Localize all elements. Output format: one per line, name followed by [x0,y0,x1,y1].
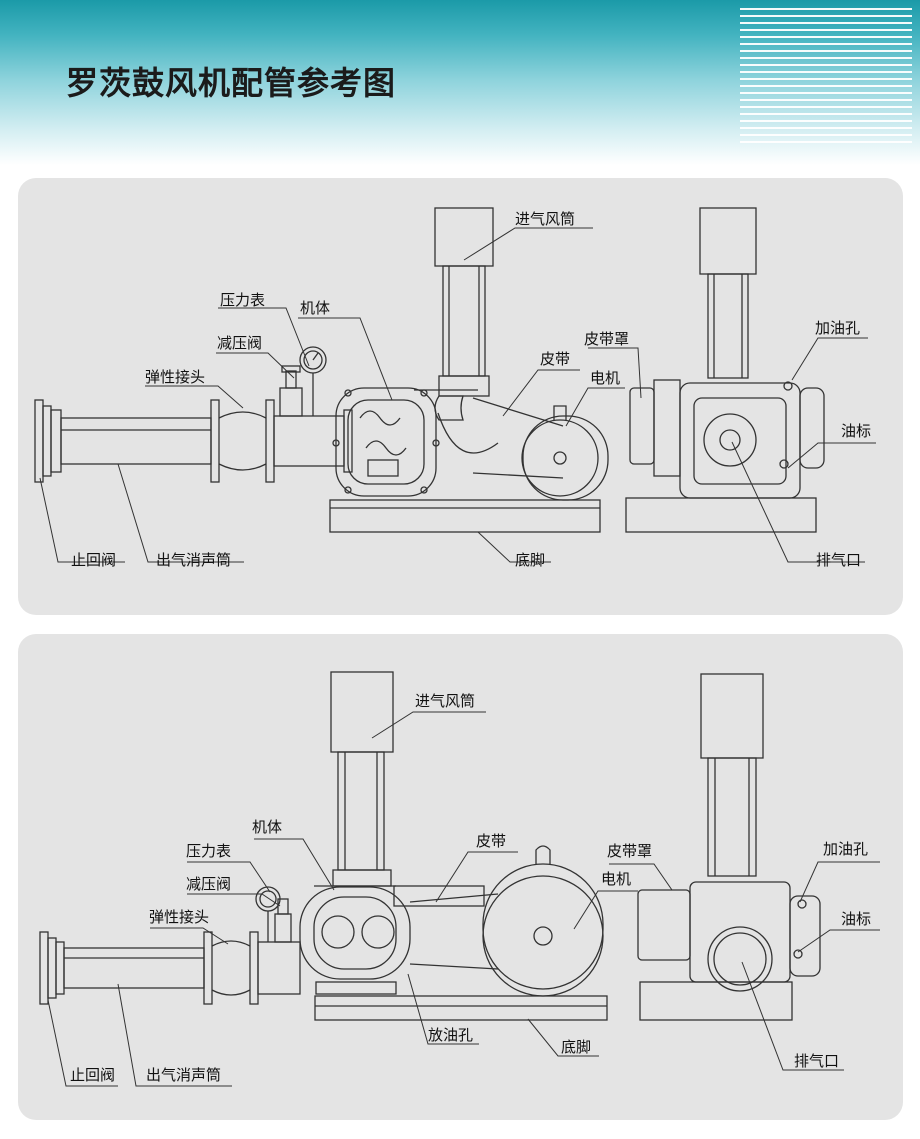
label-oil-fill-2: 加油孔 [823,840,868,858]
blower-body-1 [332,387,440,497]
check-valve-2 [39,931,65,1005]
label-pressure-gauge-2: 压力表 [186,842,231,860]
label-oil-gauge-2: 油标 [841,910,871,928]
diagram-panel-top: 进气风筒 压力表 机体 减压阀 弹性接头 皮带 皮带罩 电机 加油孔 油标 止回… [18,178,903,615]
label-body-2: 机体 [252,818,282,836]
pressure-gauge-2 [255,886,281,942]
diagram-top: 进气风筒 压力表 机体 减压阀 弹性接头 皮带 皮带罩 电机 加油孔 油标 止回… [34,207,876,569]
silencer-1 [60,399,220,483]
side-view-2 [637,673,821,1021]
flex-joint-2 [211,931,259,1005]
label-flex-joint-2: 弹性接头 [149,908,209,926]
silencer-2 [63,931,213,1005]
label-oil-gauge-1: 油标 [841,422,871,440]
relief-valve-1 [279,365,303,417]
label-intake-2: 进气风筒 [415,692,475,710]
label-motor-2: 电机 [601,870,631,888]
blower-body-2 [299,886,411,995]
base-1 [329,499,601,533]
base-2 [314,995,608,1021]
pressure-gauge-1 [299,346,327,416]
label-body-1: 机体 [300,299,330,317]
label-check-valve-2: 止回阀 [70,1066,115,1084]
motor-1 [521,405,609,501]
outlet-pipe-2 [257,941,301,995]
leader-lines-bottom [47,711,880,1087]
label-belt-2: 皮带 [476,832,506,850]
belt-2 [409,893,499,970]
label-flex-joint-1: 弹性接头 [145,368,205,386]
label-relief-valve-1: 减压阀 [217,334,262,352]
diagram-bottom: 进气风筒 机体 压力表 减压阀 弹性接头 皮带 皮带罩 电机 加油孔 油标 放油… [39,671,880,1087]
outlet-pipe-1 [273,409,353,473]
diagram-panel-bottom: 进气风筒 机体 压力表 减压阀 弹性接头 皮带 皮带罩 电机 加油孔 油标 放油… [18,634,903,1120]
flex-joint-1 [218,399,275,483]
belt-1 [472,397,564,479]
leader-lines-top [39,227,876,563]
label-intake-1: 进气风筒 [515,210,575,228]
label-base-2: 底脚 [561,1038,591,1056]
label-relief-valve-2: 减压阀 [186,875,231,893]
label-outlet-1: 排气口 [816,551,861,569]
label-belt-1: 皮带 [540,350,570,368]
label-check-valve-1: 止回阀 [71,551,116,569]
side-view-1 [625,207,825,533]
label-belt-cover-2: 皮带罩 [607,842,652,860]
label-belt-cover-1: 皮带罩 [584,330,629,348]
label-outlet-2: 排气口 [794,1052,839,1070]
check-valve-1 [34,399,62,483]
label-base-1: 底脚 [515,551,545,569]
label-oil-fill-1: 加油孔 [815,319,860,337]
intake-stack-1 [414,207,499,454]
motor-2 [482,845,604,997]
intake-stack-2 [314,671,485,907]
label-pressure-gauge-1: 压力表 [220,291,265,309]
header-stripes [740,8,912,148]
label-silencer-2: 出气消声筒 [146,1066,221,1084]
label-drain-2: 放油孔 [428,1026,473,1044]
page-title: 罗茨鼓风机配管参考图 [66,64,397,102]
label-motor-1: 电机 [590,369,620,387]
label-silencer-1: 出气消声筒 [156,551,231,569]
